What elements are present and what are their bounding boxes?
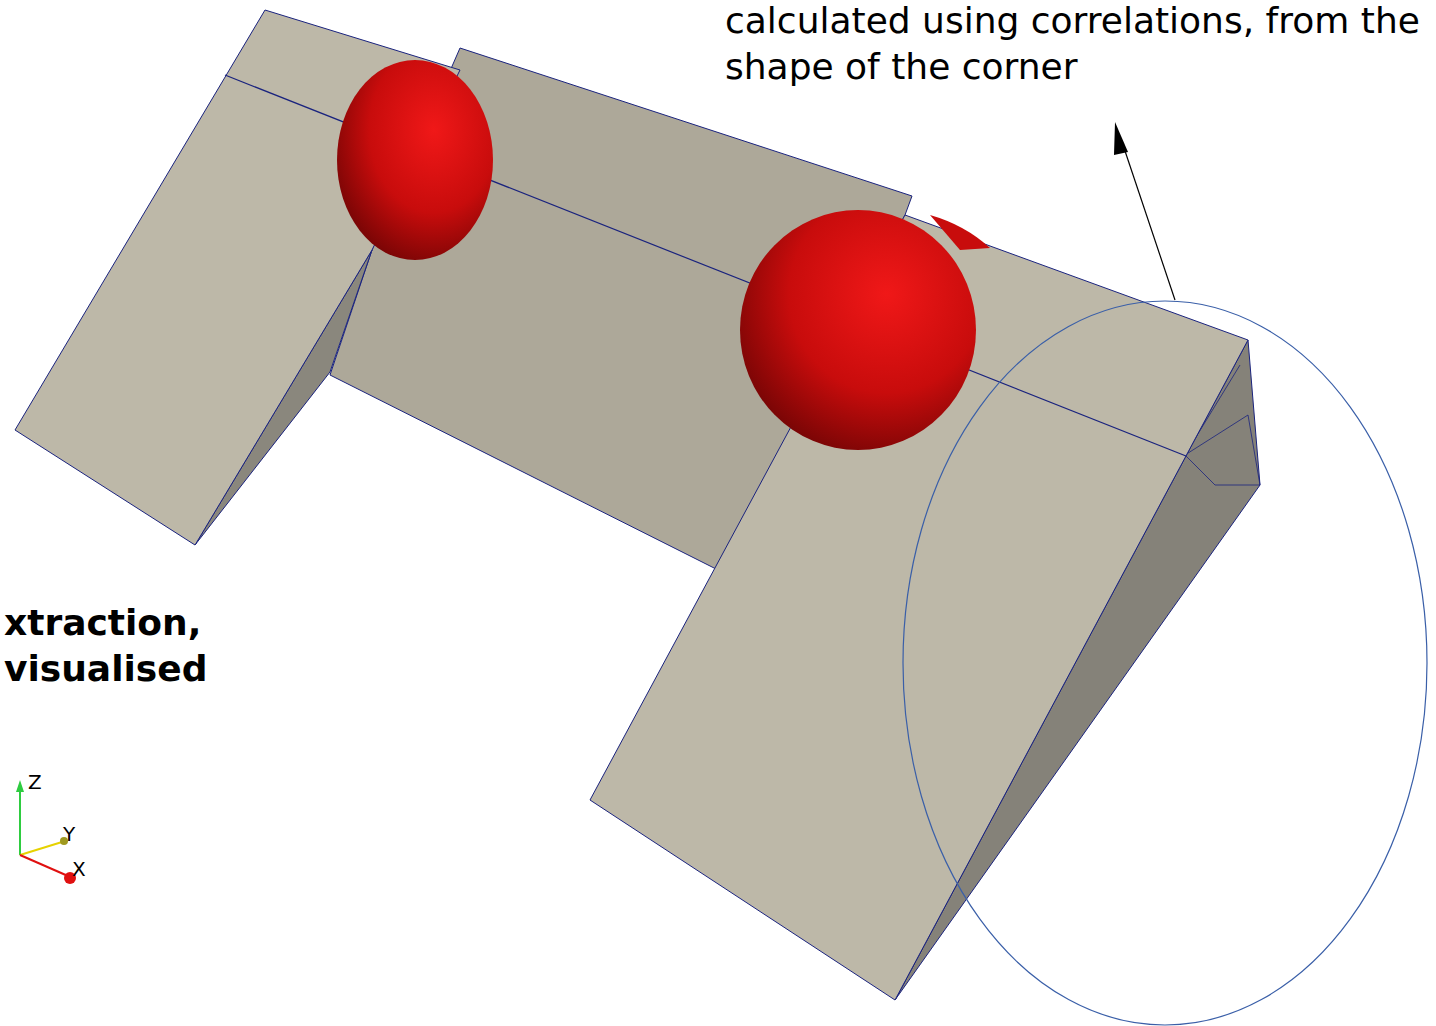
caption-fragment: xtraction, visualised bbox=[4, 600, 244, 692]
callout-ellipse bbox=[903, 301, 1427, 1025]
axis-label: Z bbox=[28, 770, 58, 794]
axis-x bbox=[20, 855, 68, 876]
droplet-edge bbox=[930, 215, 990, 250]
axis-label: X bbox=[72, 857, 102, 881]
arrow-head bbox=[1114, 122, 1128, 155]
axis-z bbox=[19, 790, 21, 855]
droplet bbox=[337, 60, 493, 260]
axis-z-head bbox=[16, 780, 24, 792]
axis-y bbox=[20, 842, 62, 855]
droplet bbox=[740, 210, 976, 450]
callout-note: calculated using correlations, from the … bbox=[725, 0, 1425, 90]
leader-line bbox=[1124, 148, 1175, 300]
axis-label: Y bbox=[63, 822, 93, 846]
